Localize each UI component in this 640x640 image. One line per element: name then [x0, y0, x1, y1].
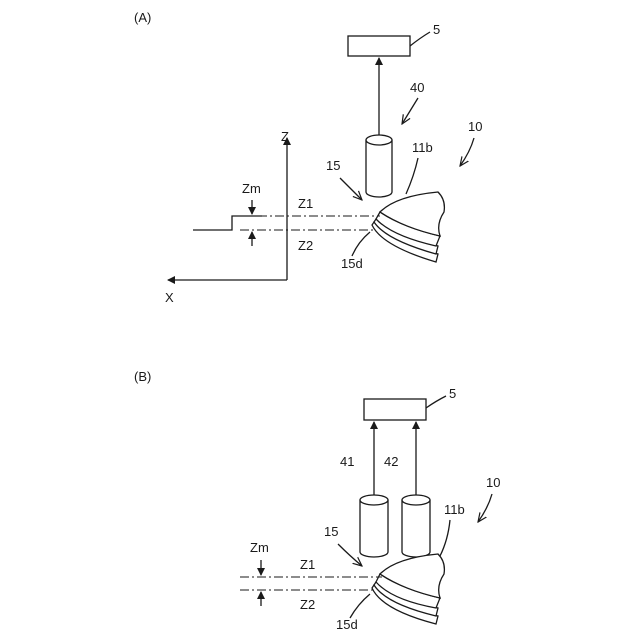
edge-ref-a: 15d [341, 256, 363, 271]
surface-ref-b: 11b [444, 502, 465, 517]
axis-z-label: Z [281, 129, 289, 144]
sensor-ref-40: 40 [410, 80, 424, 95]
sensor-cylinder-42 [402, 495, 430, 557]
panel-a: (A) 5 40 10 11b 15 15d [134, 10, 482, 305]
region-leader-a [340, 178, 362, 200]
controller-ref-b: 5 [449, 386, 456, 401]
device-leader-b [478, 494, 492, 522]
panel-a-label: (A) [134, 10, 151, 25]
controller-box-b [364, 399, 426, 420]
surface-leader-b [440, 520, 450, 556]
controller-leader-b [426, 396, 446, 408]
step-height-label-a: Zm [242, 181, 261, 196]
workpiece-a [372, 192, 444, 262]
sensor-leader-40 [402, 98, 418, 124]
step-profile-a [193, 216, 262, 230]
level-z1-label-b: Z1 [300, 557, 315, 572]
panel-b: (B) 5 41 42 10 11b 15 [134, 369, 500, 632]
sensor-cylinder-41 [360, 495, 388, 557]
sensor-ref-41: 41 [340, 454, 354, 469]
edge-ref-b: 15d [336, 617, 358, 632]
device-ref-a: 10 [468, 119, 482, 134]
controller-ref-a: 5 [433, 22, 440, 37]
edge-leader-a [352, 232, 370, 256]
controller-box-a [348, 36, 410, 56]
level-z1-label-a: Z1 [298, 196, 313, 211]
edge-leader-b [350, 594, 370, 618]
sensor-cylinder-40 [366, 135, 392, 197]
region-leader-b [338, 544, 362, 566]
panel-b-label: (B) [134, 369, 151, 384]
device-ref-b: 10 [486, 475, 500, 490]
axis-x-label: X [165, 290, 174, 305]
surface-ref-a: 11b [412, 140, 433, 155]
device-leader-a [460, 138, 474, 166]
step-height-label-b: Zm [250, 540, 269, 555]
surface-leader-a [406, 158, 418, 194]
controller-leader-a [410, 32, 430, 46]
region-ref-b: 15 [324, 524, 338, 539]
level-z2-label-a: Z2 [298, 238, 313, 253]
workpiece-b [372, 554, 444, 624]
level-z2-label-b: Z2 [300, 597, 315, 612]
sensor-ref-42: 42 [384, 454, 398, 469]
region-ref-a: 15 [326, 158, 340, 173]
